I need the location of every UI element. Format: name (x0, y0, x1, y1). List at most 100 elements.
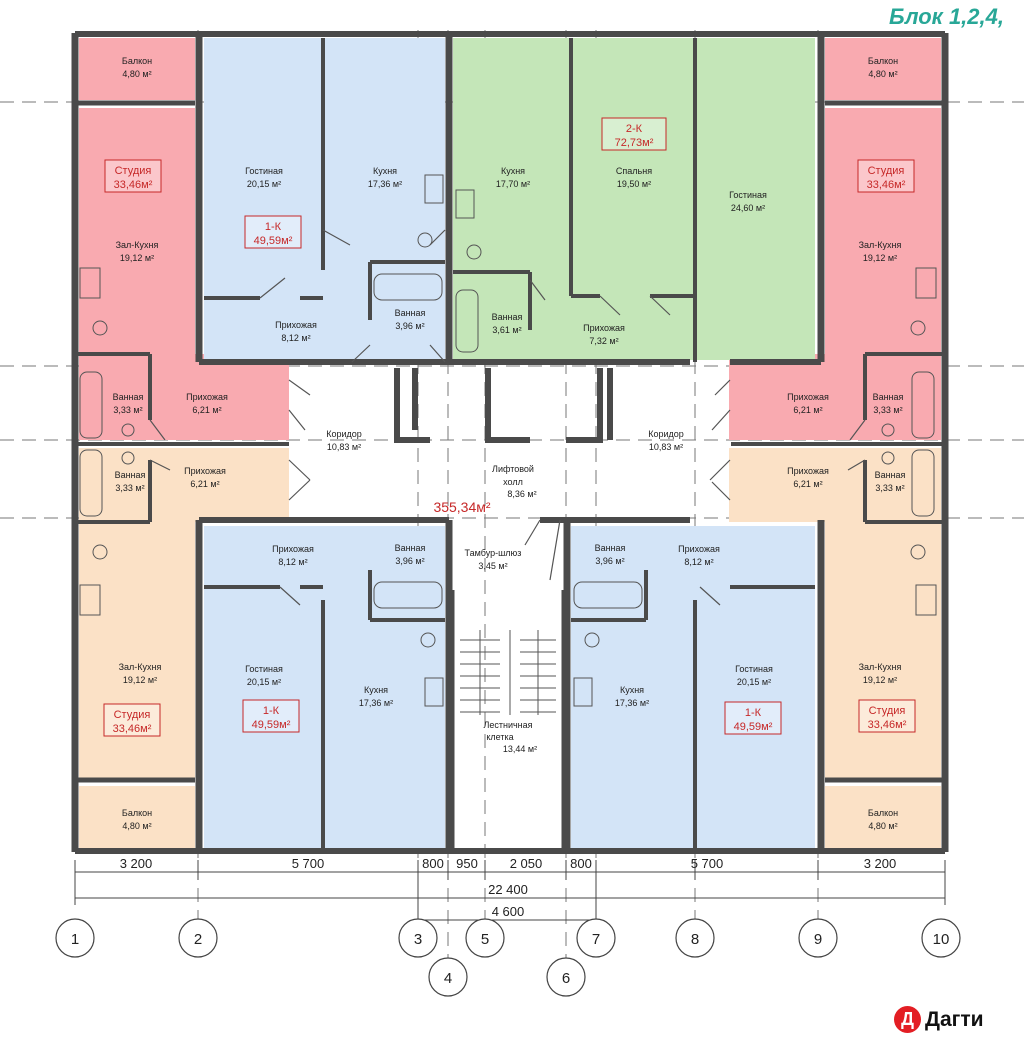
bathtub-studio-tl (79, 371, 103, 439)
kitchen-2k-area: 17,70 м² (496, 179, 530, 189)
studio-tl-hall (79, 354, 289, 440)
studio-tr-type: Студия (868, 165, 905, 177)
lift-hall-area: 8,36 м² (507, 489, 536, 499)
sink-studio-kitchen-bl (92, 544, 108, 560)
bath-1k-br-name: Ванная (595, 543, 626, 553)
bath-studio-br-name: Ванная (875, 470, 906, 480)
kitchen-1k-top-area: 17,36 м² (368, 179, 402, 189)
bedroom-2k-area: 19,50 м² (617, 179, 651, 189)
corridor-l-name: Коридор (326, 429, 362, 439)
vestibule-area: 3,45 м² (478, 561, 507, 571)
onek-bl-type: 1-К (263, 705, 280, 717)
balcony-tl-area: 4,80 м² (122, 69, 151, 79)
lift-hall-name: Лифтовой (492, 464, 534, 474)
bathtub-studio-br (911, 449, 935, 517)
zal-br-area: 19,12 м² (863, 675, 897, 685)
dimension-values: 3 200 5 700 800 950 2 050 800 5 700 3 20… (120, 856, 897, 919)
dim-3: 800 (422, 856, 444, 871)
stove-1k-bl (424, 677, 444, 707)
zal-br-name: Зал-Кухня (859, 662, 902, 672)
balcony-bl-area: 4,80 м² (122, 821, 151, 831)
twok (453, 38, 815, 360)
sink-1k-top (417, 232, 433, 248)
bath-1k-top-name: Ванная (395, 308, 426, 318)
axis-labels: 1 2 3 4 5 6 7 8 9 10 (71, 931, 950, 987)
axis-1: 1 (71, 931, 79, 948)
hall-studio-tr-name: Прихожая (787, 392, 829, 402)
studio-bl-main (79, 522, 195, 778)
balcony-tr-name: Балкон (868, 56, 898, 66)
studio-tl-area: 33,46м² (114, 179, 153, 191)
axis-2: 2 (194, 931, 202, 948)
bath-studio-tl-area: 3,33 м² (113, 405, 142, 415)
axis-6: 6 (562, 970, 570, 987)
zal-bl-area: 19,12 м² (123, 675, 157, 685)
sink-studio-kitchen-tl (92, 320, 108, 336)
bathtub-bl-1k (373, 581, 443, 609)
dim-4: 950 (456, 856, 478, 871)
hall-1k-bl-area: 8,12 м² (278, 557, 307, 567)
hall-1k-top-area: 8,12 м² (281, 333, 310, 343)
corridor-l-area: 10,83 м² (327, 442, 361, 452)
living-1k-top-name: Гостиная (245, 166, 283, 176)
dim-5: 2 050 (510, 856, 543, 871)
bath-studio-bl-name: Ванная (115, 470, 146, 480)
dim-6: 800 (570, 856, 592, 871)
logo-badge-icon: Д (894, 1006, 921, 1033)
brand-logo[interactable]: Д Дагти (894, 1006, 984, 1033)
studio-tr-area: 33,46м² (867, 179, 906, 191)
living-1k-top-area: 20,15 м² (247, 179, 281, 189)
axis-10: 10 (933, 931, 950, 948)
zal-tl-name: Зал-Кухня (116, 240, 159, 250)
living-1k-br-area: 20,15 м² (737, 677, 771, 687)
studio-bl-balcony (79, 786, 195, 848)
sink-studio-bl (121, 451, 135, 465)
living-2k-area: 24,60 м² (731, 203, 765, 213)
block-title: Блок 1,2,4, (889, 4, 1004, 29)
hall-studio-bl-area: 6,21 м² (190, 479, 219, 489)
hall-studio-tr-area: 6,21 м² (793, 405, 822, 415)
onek-br-area: 49,59м² (734, 721, 773, 733)
apartment-tags: Студия 33,46м² Студия 33,46м² Студия 33,… (103, 117, 916, 737)
balcony-tl-name: Балкон (122, 56, 152, 66)
dim-7: 5 700 (691, 856, 724, 871)
bath-1k-bl-name: Ванная (395, 543, 426, 553)
bath-studio-br-area: 3,33 м² (875, 483, 904, 493)
dimension-lines (74, 860, 946, 925)
studio-tr-hall (729, 354, 941, 440)
bath-1k-br-area: 3,96 м² (595, 556, 624, 566)
studio-tl-main (79, 108, 195, 354)
axis-3: 3 (414, 931, 422, 948)
studio-tl-balcony (79, 38, 195, 100)
logo-text: Дагти (925, 1007, 984, 1031)
kitchen-1k-bl-name: Кухня (364, 685, 388, 695)
living-2k-name: Гостиная (729, 190, 767, 200)
axis-4: 4 (444, 970, 452, 987)
hall-1k-bl-name: Прихожая (272, 544, 314, 554)
bathtub-br-1k (573, 581, 643, 609)
stove-studio-tl (79, 267, 101, 299)
stove-1k-top (424, 174, 444, 204)
balcony-tr-area: 4,80 м² (868, 69, 897, 79)
hall-studio-bl-name: Прихожая (184, 466, 226, 476)
stair-area: 13,44 м² (503, 744, 537, 754)
zal-tr-area: 19,12 м² (863, 253, 897, 263)
studio-br-balcony (825, 786, 941, 848)
sink-2k (466, 244, 482, 260)
hall-studio-br-name: Прихожая (787, 466, 829, 476)
dim-middle: 4 600 (492, 904, 525, 919)
dim-8: 3 200 (864, 856, 897, 871)
studio-br-hall (729, 448, 941, 522)
kitchen-1k-top-name: Кухня (373, 166, 397, 176)
hall-2k-name: Прихожая (583, 323, 625, 333)
bath-studio-tr-area: 3,33 м² (873, 405, 902, 415)
dim-2: 5 700 (292, 856, 325, 871)
kitchen-1k-br-name: Кухня (620, 685, 644, 695)
stair-name: Лестничная (483, 720, 532, 730)
dim-total: 22 400 (488, 882, 528, 897)
kitchen-1k-bl-area: 17,36 м² (359, 698, 393, 708)
room-fills (79, 38, 941, 848)
twok-area: 72,73м² (615, 137, 654, 149)
sink-studio-tr (881, 423, 895, 437)
